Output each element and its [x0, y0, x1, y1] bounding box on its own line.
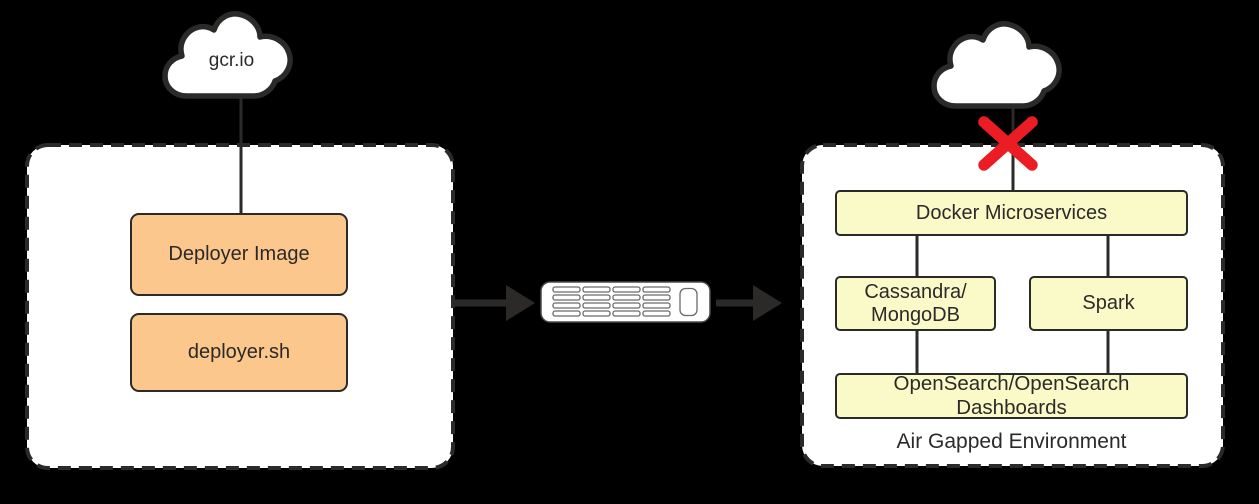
docker-microservices-box: Docker Microservices: [835, 190, 1188, 236]
connector-lines: [239, 94, 1110, 375]
spark-box: Spark: [1029, 276, 1188, 331]
internet-cloud-icon: [931, 21, 1062, 109]
cassandra-mongodb-box: Cassandra/ MongoDB: [835, 276, 996, 331]
opensearch-box: OpenSearch/OpenSearch Dashboards: [835, 372, 1188, 419]
deployer-script-box: deployer.sh: [130, 313, 348, 392]
blocked-x-icon: [978, 116, 1038, 171]
registry-cloud-icon: [162, 11, 293, 99]
deployer-image-box: Deployer Image: [130, 213, 348, 296]
transfer-arrow-left-icon: [452, 285, 535, 321]
airgap-panel-caption: Air Gapped Environment: [896, 430, 1127, 453]
transfer-arrow-right-icon: [716, 285, 782, 321]
server-icon: [540, 281, 711, 323]
registry-cloud-label: gcr.io: [208, 50, 255, 71]
